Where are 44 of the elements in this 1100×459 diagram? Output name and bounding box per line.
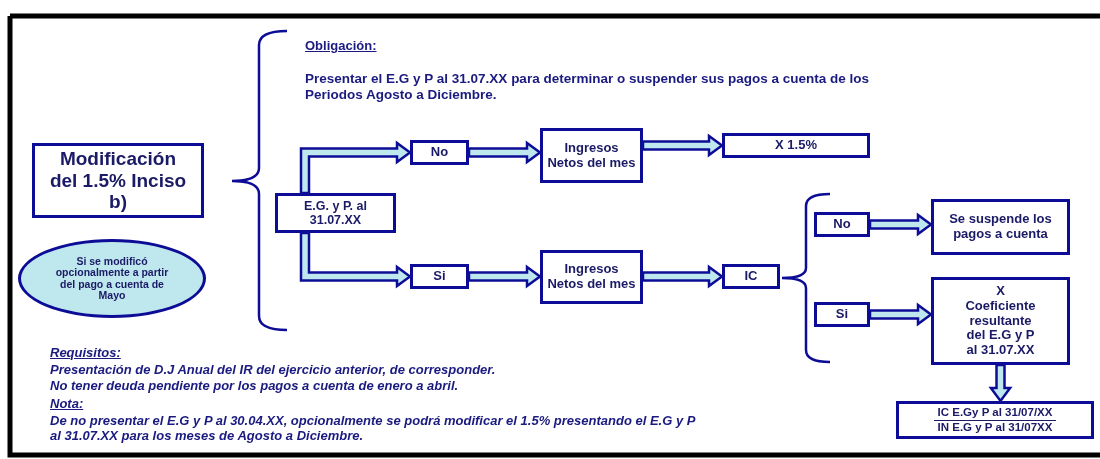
node-text: Ingresos Netos del mes [546, 140, 637, 171]
block-arrow [868, 212, 934, 237]
process-box [722, 264, 780, 289]
node-text: IC [743, 269, 759, 284]
section-heading: Requisitos: [50, 346, 121, 361]
process-box [540, 250, 643, 304]
block-arrow [467, 140, 543, 165]
node-text: X Coeficiente resultante del E.G y P al 31.07.XX [964, 283, 1037, 359]
block-arrow [467, 264, 543, 289]
block-arrow [299, 231, 413, 289]
block-arrow [988, 363, 1013, 404]
note-text: No tener deuda pendiente por los pagos a cuenta de enero a abril. [50, 379, 460, 394]
node-text: Se suspende los pagos a cuenta [948, 212, 1053, 242]
node-text: No [429, 145, 450, 160]
description-text: Presentar el E.G y P al 31.07.XX para determinar o suspender sus pagos a cuenta de los Periodos Agosto a Diciembre. [305, 71, 870, 103]
node-text: Modificación del 1.5% Inciso b) [48, 147, 188, 214]
block-arrow [641, 264, 725, 289]
node-text: Si [834, 307, 850, 322]
process-box [722, 133, 870, 158]
formula-box [896, 401, 1094, 439]
block-arrow [299, 140, 413, 195]
formula-numerator: IC E.Gy P al 31/07/XX [933, 406, 1057, 421]
process-box [931, 199, 1070, 255]
process-box [410, 140, 469, 165]
process-box [410, 264, 469, 289]
node-text: Si se modificó opcionalmente a partir del pago a cuenta de Mayo [54, 256, 170, 301]
node-text: Ingresos Netos del mes [546, 262, 637, 292]
note-text: De no presentar el E.G y P al 30.04.XX, opcionalmente se podrá modificar el 1.5% presentando el E.G y P al 31.07.XX para los meses de Agosto a Diciembre. [50, 414, 697, 444]
formula-denominator: IN E.G y P al 31/07XX [936, 420, 1054, 434]
process-box [814, 212, 870, 237]
process-box [540, 128, 643, 183]
block-arrow [641, 133, 725, 158]
node-text: No [832, 217, 852, 232]
section-heading: Nota: [50, 397, 84, 412]
process-box [814, 302, 870, 327]
node-text: Si [432, 269, 447, 284]
section-heading: Obligación: [305, 39, 377, 54]
process-box [275, 193, 396, 233]
block-arrow [868, 302, 934, 327]
node-text: X 1.5% [774, 138, 818, 153]
process-box [931, 277, 1070, 365]
note-text: Presentación de D.J Anual del IR del ejercicio anterior, de corresponder. [50, 363, 497, 378]
process-box [32, 143, 204, 218]
node-text: E.G. y P. al 31.07.XX [303, 198, 368, 228]
